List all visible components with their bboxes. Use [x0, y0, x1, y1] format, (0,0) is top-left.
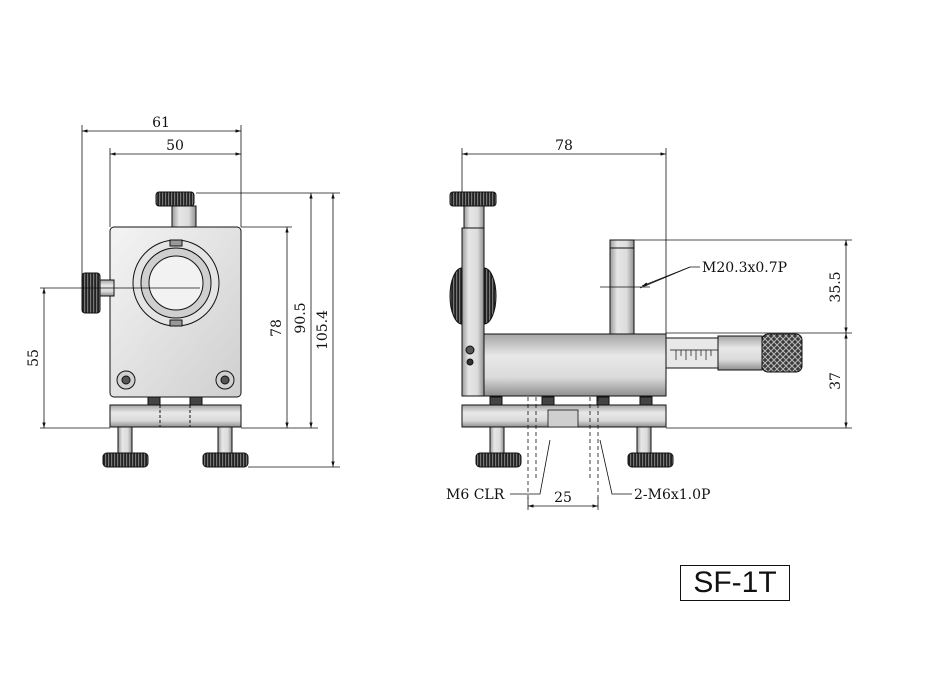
dim-35-5: 35.5 [828, 271, 844, 302]
dim-105-4: 105.4 [315, 310, 331, 350]
dim-25: 25 [554, 490, 572, 506]
side-top-knob [449, 191, 497, 207]
micrometer-ratchet [761, 333, 803, 373]
foot-left [102, 452, 149, 468]
top-knob-shaft [171, 205, 197, 229]
dim-37: 37 [828, 372, 844, 390]
foot-right [202, 452, 249, 468]
front-dim-labels: 61 50 55 78 90.5 105.4 [26, 115, 331, 367]
dim-78-height: 78 [269, 319, 285, 337]
micrometer-thimble [717, 335, 763, 371]
lens-ring-inner [148, 255, 204, 311]
front-view [40, 191, 249, 468]
side-foot-right [627, 452, 674, 468]
side-body [483, 333, 667, 397]
model-label: SF-1T [680, 565, 790, 601]
side-foot-left [475, 452, 522, 468]
front-base [109, 404, 242, 428]
micrometer-barrel [665, 337, 719, 369]
dim-55: 55 [26, 349, 42, 367]
tapped-holes-label: 2-M6x1.0P [634, 487, 710, 503]
side-vertical-plate [461, 227, 485, 397]
top-knob [155, 191, 195, 207]
side-dim-labels: 78 M20.3x0.7P 35.5 37 M6 CLR 25 2-M6x1.0… [446, 138, 844, 506]
side-view [449, 191, 803, 500]
clearance-hole-label: M6 CLR [446, 487, 505, 503]
front-dimensions [40, 125, 340, 468]
dim-90-5: 90.5 [293, 302, 309, 333]
dim-78-length: 78 [555, 138, 573, 154]
dim-50: 50 [166, 138, 184, 154]
left-knob [81, 272, 101, 314]
side-dimensions [461, 148, 852, 510]
dim-61: 61 [152, 115, 170, 131]
thread-label: M20.3x0.7P [702, 260, 787, 276]
